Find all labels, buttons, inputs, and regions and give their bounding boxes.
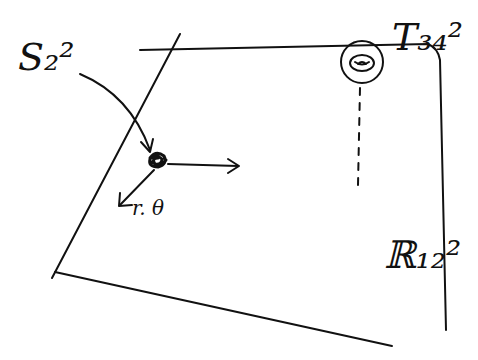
sphere-label: S₂² [18,38,75,76]
plane-edge [140,44,446,330]
plane-edge [55,272,392,346]
pointer-arrow [80,74,150,150]
torus-hole [355,62,369,65]
dashed-leader [358,88,360,185]
axis-arrow [168,164,238,166]
arrow-head [141,139,153,152]
arrow-head [119,193,132,206]
torus-circle [341,41,383,83]
plane-label: ℝ₁₂² [384,236,461,274]
coordinate-label: r. θ [132,198,164,218]
torus-label: T₃₄² [392,18,463,56]
point-scribble [150,153,166,167]
torus-symbol [350,55,374,71]
arrow-head [228,159,239,173]
